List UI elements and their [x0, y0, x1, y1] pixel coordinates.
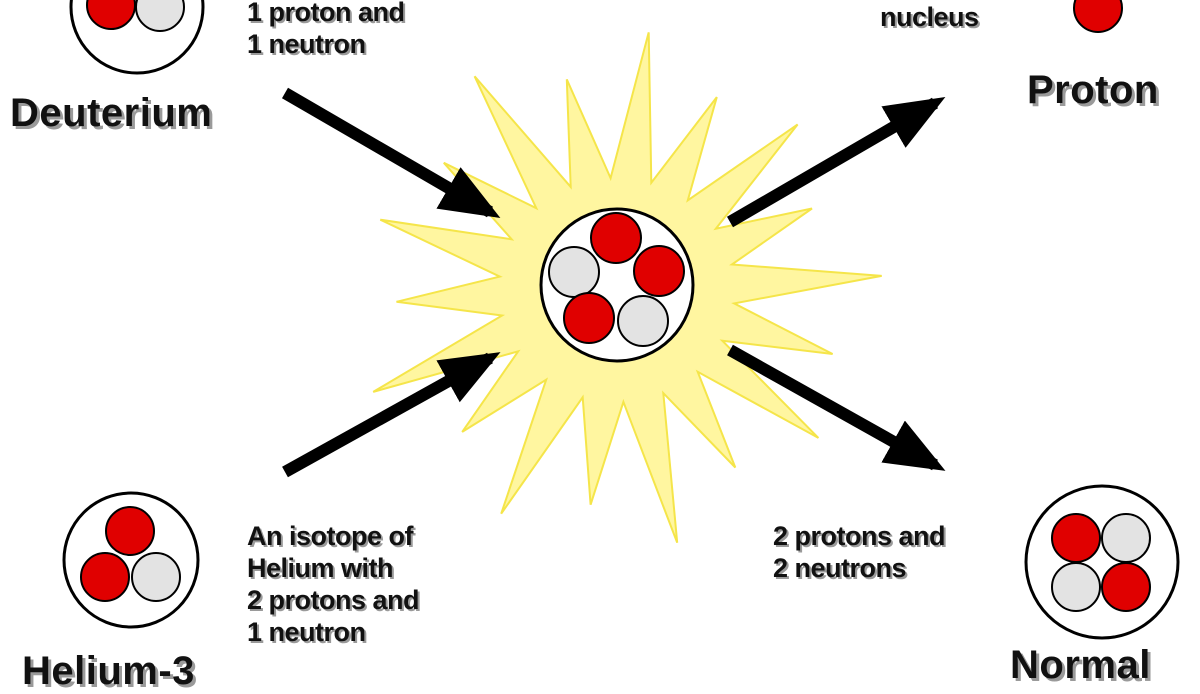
- helium-label: Normal: [1010, 643, 1151, 687]
- helium4-nucleus: [1024, 484, 1180, 640]
- arrow-deuterium-in: [281, 87, 501, 219]
- neutron-particle: [548, 246, 600, 298]
- proton-label: Proton: [1027, 68, 1159, 112]
- arrow-proton-out: [726, 96, 946, 228]
- neutron-particle: [135, 0, 185, 32]
- proton-particle: [1051, 513, 1101, 563]
- helium3-nucleus: [62, 491, 200, 629]
- proton-particle: [86, 0, 136, 30]
- proton-particle-product: [1073, 0, 1123, 33]
- arrows: [281, 87, 946, 478]
- neutron-particle: [131, 552, 181, 602]
- neutron-particle: [617, 295, 669, 347]
- proton-particle: [80, 552, 130, 602]
- deuterium-description: 1 proton and 1 neutron: [247, 0, 405, 59]
- proton-particle: [105, 506, 155, 556]
- arrow-helium-out: [727, 344, 946, 471]
- helium-description: 2 protons and 2 neutrons: [773, 521, 946, 583]
- arrow-helium3-in: [282, 352, 501, 478]
- deuterium-label: Deuterium: [10, 91, 213, 135]
- central-nucleus: [539, 207, 695, 363]
- proton-particle: [590, 212, 642, 264]
- helium3-description: An isotope of Helium with 2 protons and …: [247, 521, 420, 647]
- deuterium-nucleus: [69, 0, 205, 75]
- proton-particle: [1101, 562, 1151, 612]
- fusion-diagram: [62, 0, 1180, 640]
- proton-particle: [563, 292, 615, 344]
- neutron-particle: [1051, 562, 1101, 612]
- proton-description: nucleus: [880, 2, 979, 32]
- neutron-particle: [1101, 513, 1151, 563]
- proton-particle: [633, 245, 685, 297]
- helium3-label: Helium-3: [22, 649, 195, 693]
